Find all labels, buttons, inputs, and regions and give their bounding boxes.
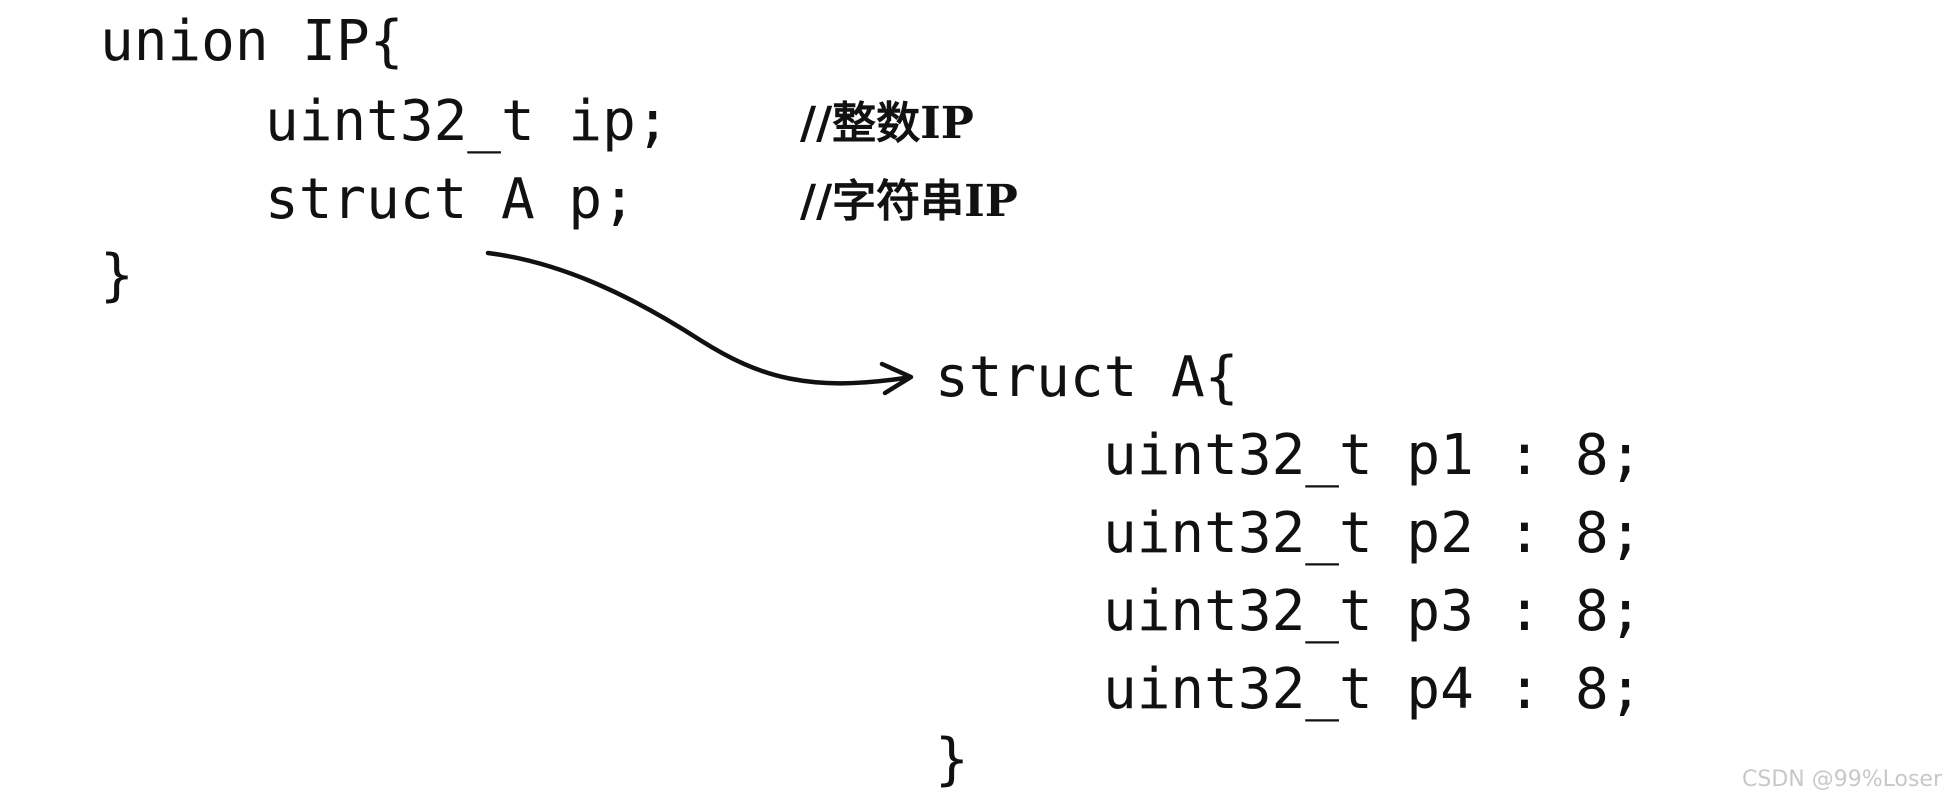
comment-integer-ip: //整数IP bbox=[800, 98, 974, 149]
comment-string-ip: //字符串IP bbox=[800, 176, 1018, 227]
union-close-brace: } bbox=[100, 243, 134, 308]
struct-field-p2: uint32_t p2 : 8; bbox=[1103, 501, 1643, 566]
union-field-p: struct A p; bbox=[265, 167, 636, 232]
watermark: CSDN @99%Loser bbox=[1742, 767, 1942, 792]
union-header: union IP{ bbox=[100, 9, 404, 74]
struct-header: struct A{ bbox=[935, 345, 1239, 410]
struct-close-brace: } bbox=[935, 727, 969, 792]
struct-field-p4: uint32_t p4 : 8; bbox=[1103, 657, 1643, 722]
union-field-ip: uint32_t ip; bbox=[265, 89, 670, 154]
arrow-curve bbox=[485, 250, 908, 386]
struct-field-p1: uint32_t p1 : 8; bbox=[1103, 423, 1643, 488]
struct-field-p3: uint32_t p3 : 8; bbox=[1103, 579, 1643, 644]
arrow-head bbox=[879, 361, 914, 396]
